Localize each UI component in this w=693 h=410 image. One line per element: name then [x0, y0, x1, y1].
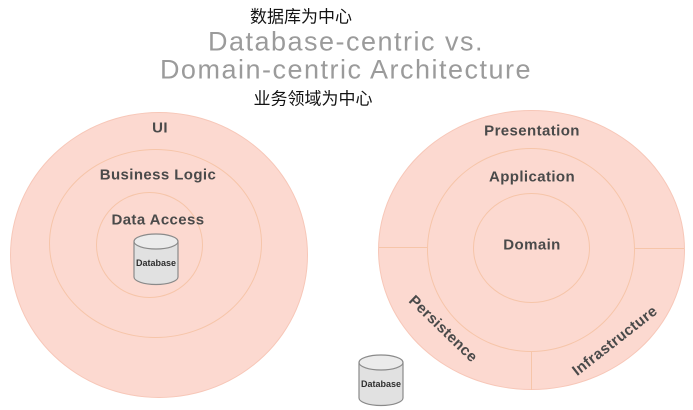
data-access-label: Data Access: [111, 211, 205, 229]
database-cylinder-icon: Database: [358, 354, 404, 407]
ui-label: UI: [152, 119, 168, 137]
outer-ring-divider-bottom: [531, 352, 532, 390]
cylinder-top: [358, 354, 404, 371]
business-logic-ring-circle: [49, 149, 262, 338]
domain-circle: [473, 193, 590, 303]
database-cylinder-icon: Database: [133, 233, 179, 286]
presentation-label: Presentation: [484, 122, 580, 140]
outer-ring-divider-left: [379, 247, 427, 248]
annotation-database-centric: 数据库为中心: [250, 7, 352, 27]
title-line-1: Database-centric vs.: [207, 26, 485, 57]
outer-ring-divider-right: [635, 248, 684, 249]
data-access-ring-circle: [96, 192, 203, 298]
annotation-domain-centric: 业务领域为中心: [253, 89, 373, 109]
cylinder-top: [133, 233, 179, 250]
cylinder-body: [133, 241, 179, 286]
database-label: Database: [361, 379, 401, 389]
database-label: Database: [136, 258, 176, 268]
business-logic-label: Business Logic: [99, 166, 217, 184]
domain-label: Domain: [503, 236, 561, 254]
application-ring-circle: [427, 148, 635, 352]
title-line-2: Domain-centric Architecture: [159, 54, 533, 85]
application-label: Application: [488, 168, 576, 186]
cylinder-body: [358, 362, 404, 407]
